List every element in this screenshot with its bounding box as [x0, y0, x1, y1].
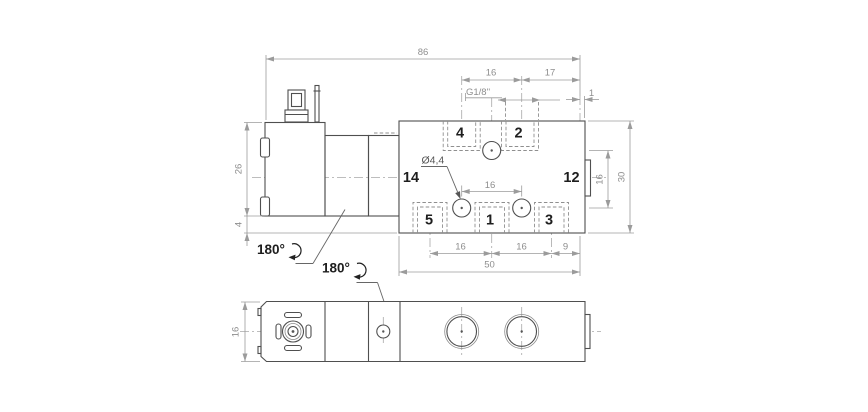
dim-text-16-top: 16	[486, 68, 497, 79]
port-5-square	[412, 202, 448, 233]
rotate-label-b: 180°	[322, 261, 350, 276]
dim-text-16-bottom-view: 16	[231, 327, 242, 338]
dim-text-50: 50	[484, 260, 495, 271]
port-label-5: 5	[425, 213, 433, 229]
rotate-arrow-a	[290, 243, 302, 259]
large-ports	[444, 307, 540, 356]
side-tab-bottom-view	[584, 313, 591, 350]
dim-text-4: 4	[234, 222, 245, 227]
port-label-14: 14	[403, 170, 419, 186]
dim-text-86: 86	[418, 47, 429, 58]
pilot-hole	[376, 317, 391, 346]
port-label-2: 2	[514, 126, 522, 142]
mounting-holes	[452, 140, 532, 218]
top-view: 4 2 14 12 5 1 3 86 16 17	[234, 47, 634, 276]
dim-text-26: 26	[234, 164, 245, 175]
port-label-4: 4	[456, 126, 464, 142]
mounting-clip-bottom	[259, 196, 271, 217]
port-3-square	[534, 202, 569, 233]
dim-text-16b: 16	[516, 242, 527, 253]
dim-right-16-30: 16 30	[588, 120, 634, 234]
valve-body	[398, 120, 592, 234]
dim-hole-spacing-16: 16	[461, 180, 523, 197]
dim-bottom-view-16: 16	[231, 301, 260, 362]
port-labels: 4 2 14 12 5 1 3	[403, 126, 580, 229]
pilot-section	[324, 132, 400, 217]
dim-text-30: 30	[617, 172, 628, 183]
dim-left-26-4: 26 4	[234, 122, 397, 246]
port-label-1: 1	[486, 213, 494, 229]
port-label-12: 12	[563, 170, 579, 186]
leader-arrowhead	[455, 191, 461, 199]
bottom-view: 16	[231, 300, 601, 363]
rotate-label-a: 180°	[257, 242, 285, 257]
rotation-annotations: 180° 180°	[257, 209, 390, 318]
rotate-arrow-b	[355, 262, 367, 278]
dim-edge-1: 1	[566, 88, 599, 118]
port-label-3: 3	[545, 213, 553, 229]
hole-diameter-callout: Ø4,4	[421, 155, 461, 199]
solenoid-body	[259, 121, 326, 217]
dim-bottom-row: 16 16 9 50	[398, 236, 581, 276]
connector-pin	[314, 84, 320, 123]
electrical-connector	[284, 84, 321, 123]
side-tab	[584, 159, 592, 197]
manual-override	[275, 311, 312, 352]
thread-label: G1/8''	[466, 87, 490, 98]
dim-text-16a: 16	[455, 242, 466, 253]
dim-text-9: 9	[563, 242, 568, 253]
hole-diameter-label: Ø4,4	[422, 155, 445, 167]
dim-text-16-right: 16	[595, 174, 606, 185]
dim-top-16-17: 16 17	[461, 68, 580, 83]
mounting-clip-top	[259, 137, 271, 158]
port-squares	[412, 121, 569, 233]
dim-text-1: 1	[589, 88, 594, 99]
port-1-square	[474, 202, 510, 233]
dim-text-17: 17	[545, 68, 556, 79]
connector-flange	[284, 109, 309, 123]
port-4-square	[442, 121, 481, 151]
thread-callout: G1/8''	[465, 87, 560, 120]
port-2-square	[501, 121, 539, 151]
dim-overall-86: 86	[265, 47, 581, 120]
valve-body-side	[260, 300, 586, 363]
dim-text-16-holes: 16	[485, 180, 496, 191]
